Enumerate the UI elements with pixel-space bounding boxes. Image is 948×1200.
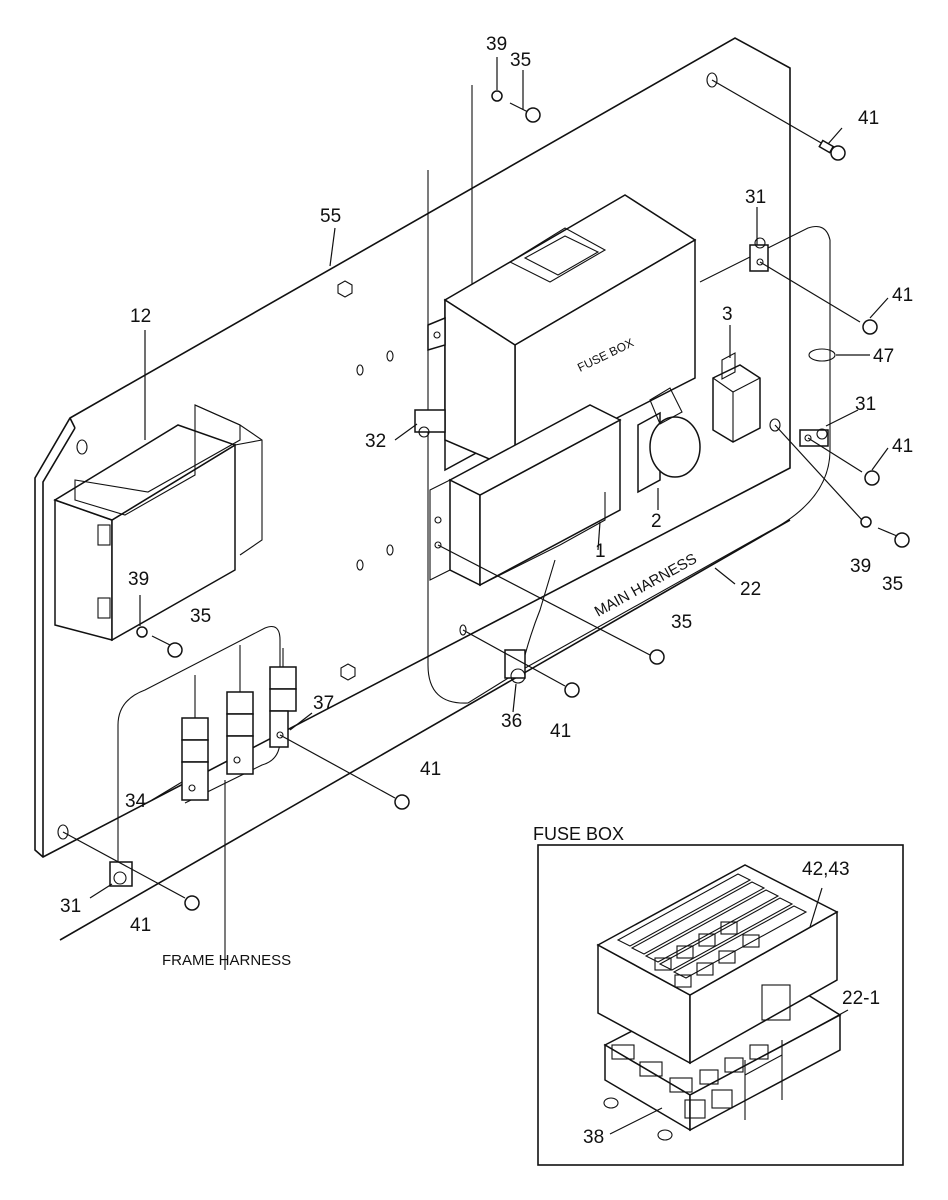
label-39: 39 [128, 569, 149, 590]
label-2: 2 [651, 511, 662, 532]
label-41: 41 [858, 108, 879, 129]
relay-module [429, 404, 622, 587]
label-3: 3 [722, 304, 733, 325]
label-32: 32 [365, 431, 386, 452]
leader-lines [89, 57, 889, 899]
clamps [109, 237, 836, 887]
label-35: 35 [882, 574, 903, 595]
label-22-1: 22-1 [842, 988, 880, 1009]
controller-unit [53, 404, 263, 642]
label-31: 31 [745, 187, 766, 208]
label-42-43: 42,43 [802, 859, 850, 880]
label-41: 41 [892, 436, 913, 457]
label-12: 12 [130, 306, 151, 327]
fuse-box-assembly [427, 194, 697, 472]
fuse-box-inset [537, 844, 904, 1166]
label-34: 34 [125, 791, 147, 812]
label-35: 35 [510, 50, 531, 71]
label-31: 31 [855, 394, 876, 415]
part-number-labels: 39 35 41 55 31 41 12 3 47 31 41 32 2 1 3… [60, 34, 913, 1148]
relay [712, 352, 761, 443]
cover-fuse-slots [616, 873, 808, 979]
label-38: 38 [583, 1127, 604, 1148]
label-41: 41 [892, 285, 913, 306]
label-35: 35 [671, 612, 692, 633]
label-39: 39 [486, 34, 507, 55]
label-1: 1 [595, 541, 606, 562]
relay-connectors [181, 666, 297, 801]
main-harness-text: MAIN HARNESS [592, 550, 700, 620]
mounting-panel [34, 37, 791, 858]
label-39: 39 [850, 556, 871, 577]
label-55: 55 [320, 206, 341, 227]
frame-harness-wiring [117, 625, 284, 970]
label-41: 41 [420, 759, 441, 780]
label-41: 41 [130, 915, 151, 936]
label-36: 36 [501, 711, 522, 732]
label-35: 35 [190, 606, 211, 627]
buzzer [637, 387, 701, 494]
label-31: 31 [60, 896, 81, 917]
fasteners [62, 79, 910, 911]
label-37: 37 [313, 693, 334, 714]
inset-title: FUSE BOX [533, 824, 624, 844]
label-47: 47 [873, 346, 894, 367]
label-41: 41 [550, 721, 571, 742]
label-22: 22 [740, 579, 761, 600]
frame-harness-text: FRAME HARNESS [162, 952, 291, 969]
